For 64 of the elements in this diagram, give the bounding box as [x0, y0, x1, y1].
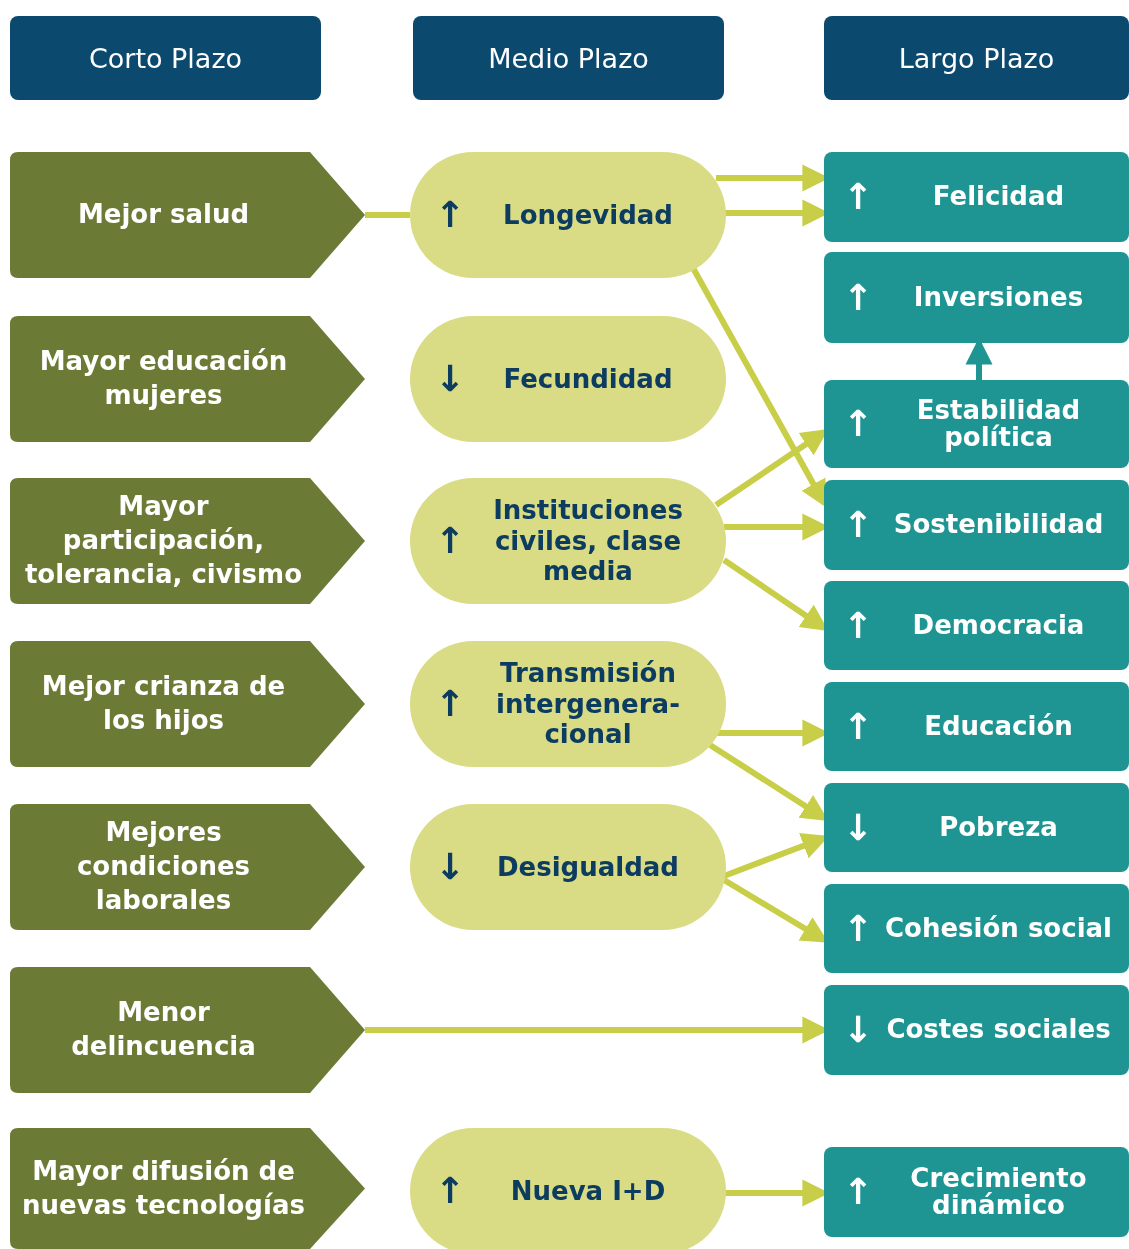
outcome-box — [824, 783, 1129, 872]
cause-arrow-box — [10, 478, 365, 604]
node-label: Sostenibilidad — [892, 511, 1105, 539]
node-label: Mejores condiciones laborales — [75, 816, 252, 917]
direction-arrow-icon: ↑ — [838, 506, 878, 544]
node-label: Transmisión intergenera- cional — [495, 658, 681, 750]
cause-arrow-box — [10, 641, 365, 767]
node-label: Democracia — [911, 611, 1086, 640]
direction-arrow-icon: ↑ — [838, 606, 878, 645]
outcome-box — [824, 380, 1129, 468]
node-label: Cohesión social — [884, 914, 1113, 943]
direction-arrow-icon: ↓ — [838, 808, 878, 847]
cause-arrow-box — [10, 1128, 365, 1249]
column-header — [10, 16, 321, 100]
node-label: Fecundidad — [502, 363, 674, 395]
column-header — [413, 16, 724, 100]
node-label: Estabilidad política — [915, 396, 1082, 452]
node-label: Costes sociales — [885, 1016, 1112, 1044]
cause-arrow-box — [10, 152, 365, 278]
direction-arrow-icon: ↑ — [430, 519, 470, 563]
outcome-box — [824, 581, 1129, 670]
header-label: Largo Plazo — [898, 42, 1055, 74]
outcome-box — [824, 985, 1129, 1075]
node-label: Nueva I+D — [509, 1175, 667, 1207]
direction-arrow-icon: ↑ — [838, 1173, 878, 1211]
outcome-box — [824, 1147, 1129, 1237]
node-label: Felicidad — [931, 183, 1066, 211]
direction-arrow-icon: ↑ — [838, 405, 878, 443]
direction-arrow-icon: ↑ — [430, 682, 470, 726]
node-label: Mayor educación mujeres — [38, 345, 289, 412]
outcome-box — [824, 252, 1129, 343]
node-label: Mejor salud — [77, 198, 250, 232]
header-label: Medio Plazo — [488, 42, 649, 74]
outcome-box — [824, 682, 1129, 771]
node-label: Menor delincuencia — [70, 996, 257, 1063]
direction-arrow-icon: ↓ — [430, 845, 470, 889]
direction-arrow-icon: ↑ — [430, 1169, 470, 1213]
cause-arrow-box — [10, 804, 365, 930]
node-label: Desigualdad — [496, 851, 680, 883]
header-label: Corto Plazo — [88, 42, 243, 74]
outcome-box — [824, 480, 1129, 570]
direction-arrow-icon: ↑ — [838, 278, 878, 317]
effect-pill — [410, 316, 726, 442]
column-header — [824, 16, 1129, 100]
node-label: Mayor difusión de nuevas tecnologías — [22, 1154, 305, 1222]
node-label: Mayor participación, tolerancia, civismo — [23, 490, 304, 591]
direction-arrow-icon: ↓ — [838, 1011, 878, 1049]
node-label: Inversiones — [912, 283, 1085, 312]
node-label: Mejor crianza de los hijos — [40, 670, 287, 737]
outcome-box — [824, 884, 1129, 973]
node-label: Pobreza — [938, 813, 1059, 842]
node-label: Longevidad — [502, 199, 674, 231]
node-label: Crecimiento dinámico — [909, 1164, 1088, 1220]
node-label: Instituciones civiles, clase media — [492, 495, 684, 587]
node-label: Educación — [923, 712, 1074, 741]
arrow — [690, 266, 827, 508]
direction-arrow-icon: ↑ — [838, 178, 878, 216]
outcome-box — [824, 152, 1129, 242]
direction-arrow-icon: ↑ — [430, 193, 470, 237]
cause-arrow-box — [10, 967, 365, 1093]
direction-arrow-icon: ↑ — [838, 909, 878, 948]
direction-arrow-icon: ↓ — [430, 357, 470, 401]
cause-arrow-box — [10, 316, 365, 442]
direction-arrow-icon: ↑ — [838, 707, 878, 746]
